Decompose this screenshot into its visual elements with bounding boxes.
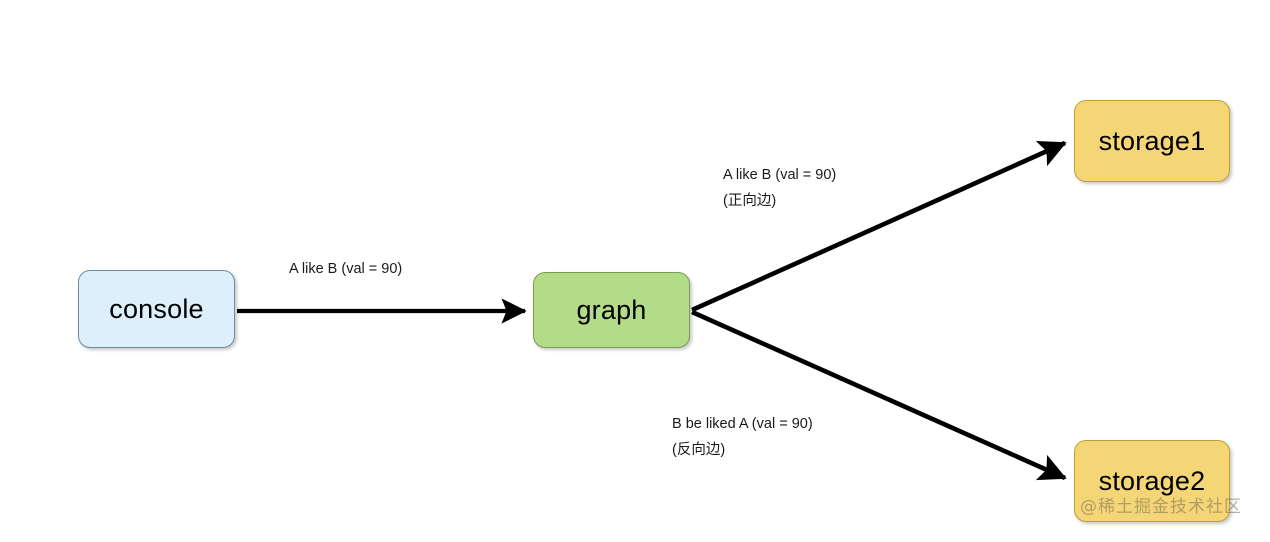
node-graph[interactable]: graph: [533, 272, 690, 348]
node-storage2-label: storage2: [1098, 465, 1206, 496]
edge-graph-to-storage2: [691, 309, 1067, 481]
edge-label-graph-to-storage1-line1: A like B (val = 90): [723, 167, 837, 183]
node-storage2[interactable]: storage2: [1074, 440, 1230, 522]
edge-label-graph-to-storage1-line2: (正向边): [723, 193, 777, 209]
edge-label-console-to-graph-line1: A like B (val = 90): [289, 261, 403, 277]
node-console-label: console: [109, 293, 204, 324]
node-storage1-label: storage1: [1098, 125, 1206, 156]
edge-label-console-to-graph: A like B (val = 90): [289, 256, 402, 282]
watermark: @稀土掘金技术社区: [1080, 497, 1242, 517]
edge-label-graph-to-storage1: A like B (val = 90) (正向边): [723, 162, 836, 214]
node-storage1[interactable]: storage1: [1074, 100, 1230, 182]
edge-label-graph-to-storage2-line1: B be liked A (val = 90): [672, 416, 813, 432]
node-console[interactable]: console: [78, 270, 235, 348]
node-graph-label: graph: [576, 294, 647, 325]
edge-label-graph-to-storage2: B be liked A (val = 90) (反向边): [672, 411, 813, 463]
edge-label-graph-to-storage2-line2: (反向边): [672, 442, 726, 458]
edge-graph-to-storage1: [691, 140, 1067, 313]
